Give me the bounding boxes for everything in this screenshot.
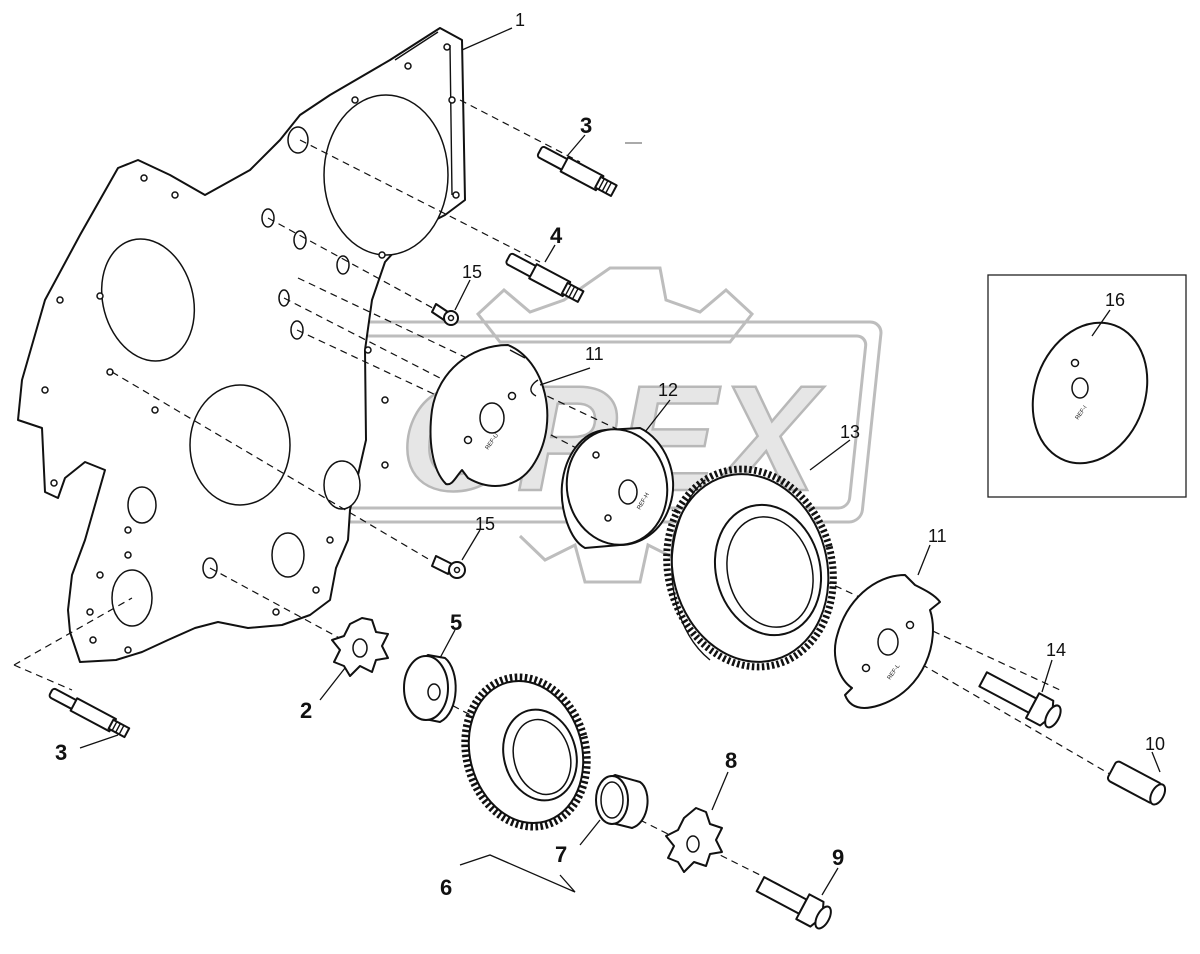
part-3-shaft-upper xyxy=(536,145,618,197)
callout-12: 12 xyxy=(658,380,678,400)
part-1-cover-plate xyxy=(17,27,466,663)
callout-16: 16 xyxy=(1105,290,1125,310)
callout-4: 4 xyxy=(550,223,563,248)
part-15-screw-lower xyxy=(431,555,466,579)
part-15-screw-upper xyxy=(431,303,459,326)
part-10-dowel-pin xyxy=(1106,760,1167,806)
callout-9: 9 xyxy=(832,845,844,870)
cover-large-opening-top xyxy=(323,94,449,256)
callout-5: 5 xyxy=(450,610,462,635)
callout-10: 10 xyxy=(1145,734,1165,754)
part-13-large-gear xyxy=(663,465,837,671)
callout-13: 13 xyxy=(840,422,860,442)
part-11-thrust-plate-lower: REF-L xyxy=(834,574,941,709)
part-5-spacer xyxy=(403,654,457,723)
callout-3-lower: 3 xyxy=(55,740,67,765)
callout-labels: 1 3 4 15 11 12 13 15 5 2 3 6 7 8 9 11 14… xyxy=(55,10,1165,900)
callout-2: 2 xyxy=(300,698,312,723)
callout-7: 7 xyxy=(555,842,567,867)
callout-11-upper: 11 xyxy=(585,344,604,364)
callout-3-upper: 3 xyxy=(580,113,592,138)
part-16-inset: REF-I xyxy=(987,274,1187,498)
callout-11-lower: 11 xyxy=(928,526,947,546)
part-11-thrust-plate-upper: REF-U xyxy=(429,344,549,487)
part-9-bolt xyxy=(755,876,832,930)
part-3-shaft-lower xyxy=(48,687,131,739)
callout-8: 8 xyxy=(725,748,737,773)
callout-14: 14 xyxy=(1046,640,1066,660)
callout-6: 6 xyxy=(440,875,452,900)
callout-15-upper: 15 xyxy=(462,262,482,282)
part-14-bolt xyxy=(978,671,1062,729)
cover-opening-left xyxy=(100,238,196,362)
callout-1: 1 xyxy=(515,10,525,30)
part-2-star-washer xyxy=(331,617,389,677)
part-4-shaft xyxy=(505,252,585,303)
part-6-gear xyxy=(461,673,591,831)
part-8-star-washer xyxy=(665,807,723,873)
part-7-bushing xyxy=(595,774,649,829)
cover-opening-middle xyxy=(189,384,291,506)
callout-15-lower: 15 xyxy=(475,514,495,534)
part-12-hub: REF-H xyxy=(560,427,675,549)
leader-lines xyxy=(79,27,1161,896)
